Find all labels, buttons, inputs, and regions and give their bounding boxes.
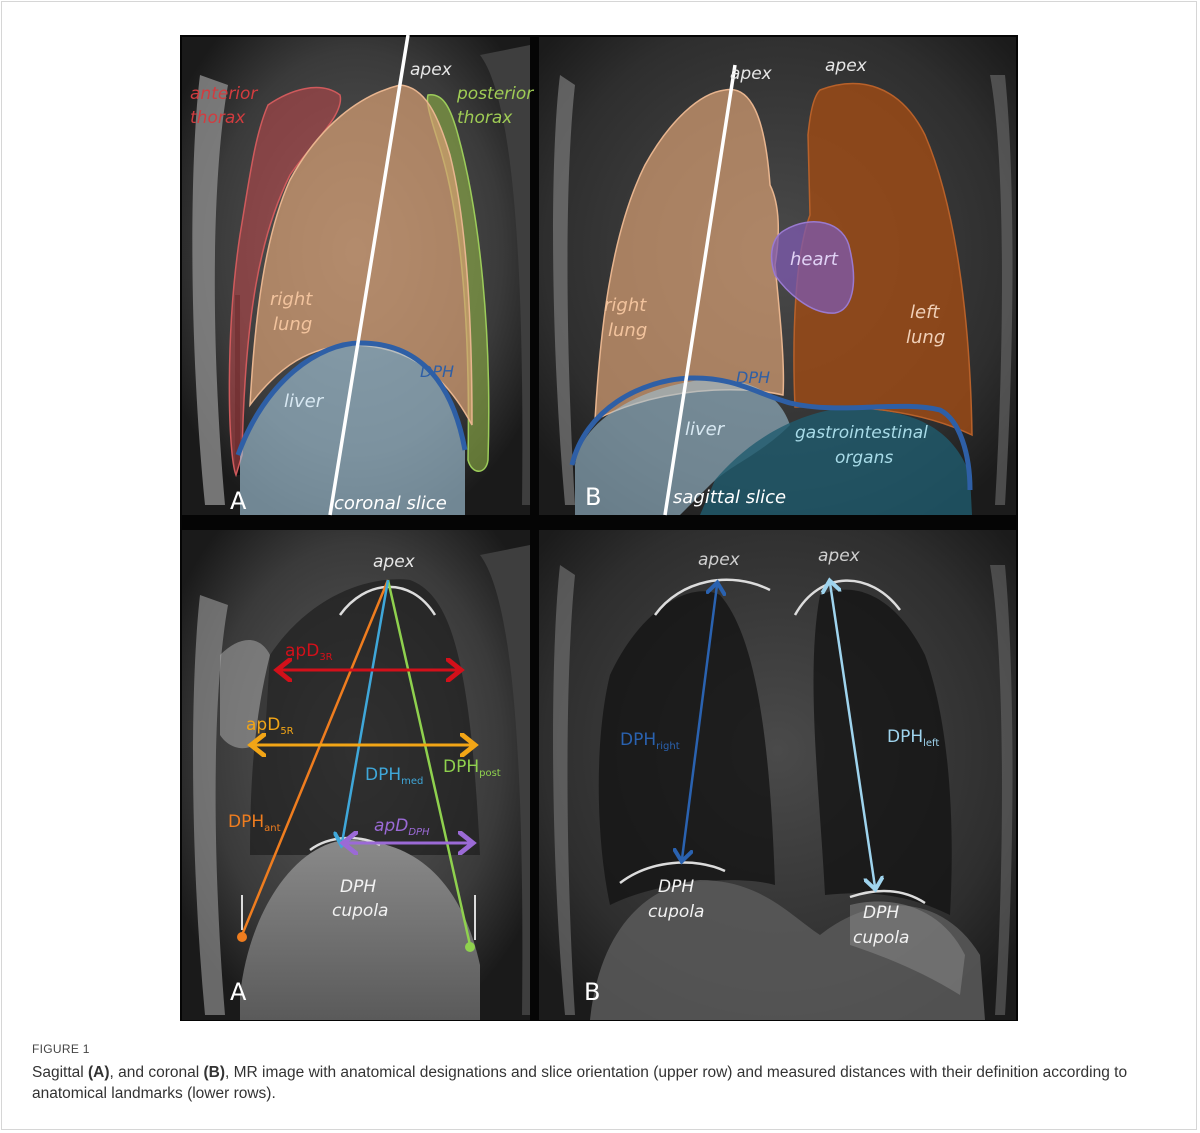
label-sagittal-slice: sagittal slice — [673, 487, 786, 508]
caption-text: Sagittal (A), and coronal (B), MR image … — [32, 1062, 1172, 1104]
label-cupola: cupola — [332, 901, 388, 921]
cupola-arc-left — [849, 889, 926, 905]
label-liver: liver — [284, 391, 325, 412]
label-cupola-dph: DPH — [340, 877, 376, 897]
label-thorax-post: thorax — [457, 108, 513, 128]
panel-letter-br: B — [584, 978, 600, 1006]
coronal-slice-line — [328, 35, 410, 516]
label-dph-right: DPHright — [620, 730, 680, 752]
dph-left-arrow — [830, 583, 875, 887]
label-posterior: posterior — [456, 84, 534, 104]
label-dph-b: DPH — [736, 368, 770, 387]
liver-region — [240, 344, 465, 515]
panel-bottom-left: apex apD3R apD5R DPHmed DPHpost DPHant a… — [182, 530, 530, 1020]
label-lung-b: lung — [608, 320, 647, 341]
panel-top-right: apex apex heart right lung left lung DPH… — [539, 37, 1016, 516]
label-apd-dph: apDDPH — [374, 816, 430, 838]
label-gi: gastrointestinal — [795, 423, 928, 443]
panel-top-left: apex anterior thorax posterior thorax ri… — [182, 35, 534, 516]
label-apex-br-right: apex — [698, 550, 741, 570]
figure-image: apex anterior thorax posterior thorax ri… — [180, 35, 1018, 1021]
label-apex-bl: apex — [373, 552, 416, 572]
dph-post-line — [386, 579, 472, 946]
figure-label: FIGURE 1 — [32, 1042, 90, 1056]
label-left: left — [910, 302, 940, 323]
liver-b-region — [575, 379, 790, 515]
label-apex-br-left: apex — [818, 546, 861, 566]
label-liver-b: liver — [685, 419, 726, 440]
label-apex-right: apex — [730, 64, 773, 84]
caption-part-bold: (B) — [203, 1064, 226, 1081]
label-organs: organs — [835, 448, 893, 468]
caption-part: Sagittal — [32, 1064, 89, 1081]
anterior-thorax-region — [228, 86, 342, 478]
label-dph: DPH — [420, 362, 454, 381]
heart-region — [770, 221, 855, 314]
diaphragm-line — [235, 340, 468, 456]
gi-organs-region — [700, 409, 972, 515]
label-dph-med: DPHmed — [365, 765, 423, 787]
label-coronal-slice: coronal slice — [334, 493, 447, 514]
dph-right-arrow — [682, 585, 717, 859]
sagittal-slice-line — [663, 64, 737, 516]
label-cupola-l-dph: DPH — [863, 903, 899, 923]
panel-letter-bl: A — [230, 978, 247, 1006]
label-dph-ant: DPHant — [228, 812, 281, 834]
panel-bottom-right: apex apex DPHright DPHleft DPH cupola DP… — [539, 530, 1016, 1020]
label-lung-left: lung — [906, 327, 945, 348]
label-apd5r: apD5R — [246, 715, 294, 737]
label-cupola-l: cupola — [853, 928, 909, 948]
panel-letter-b: B — [585, 483, 601, 511]
caption-part-bold: (A) — [88, 1064, 110, 1081]
figure-caption: FIGURE 1 Sagittal (A), and coronal (B), … — [32, 1042, 1172, 1104]
caption-part: , MR image with anatomical designations … — [32, 1064, 1128, 1102]
label-apex-left: apex — [825, 56, 868, 76]
label-dph-post: DPHpost — [443, 757, 501, 779]
label-dph-left: DPHleft — [887, 727, 939, 749]
label-cupola-r-dph: DPH — [658, 877, 694, 897]
caption-part: , and coronal — [109, 1064, 204, 1081]
label-thorax-ant: thorax — [190, 108, 246, 128]
diaphragm-b-line — [569, 375, 973, 491]
label-apd3r: apD3R — [285, 641, 333, 663]
label-cupola-r: cupola — [648, 902, 704, 922]
dph-med-line — [342, 579, 390, 843]
label-heart: heart — [790, 249, 839, 270]
liver-grey-region — [240, 840, 480, 1020]
label-apex: apex — [410, 60, 453, 80]
label-lung: lung — [273, 314, 312, 335]
label-right: right — [270, 289, 313, 310]
label-anterior: anterior — [190, 84, 258, 104]
dph-ant-line — [240, 579, 390, 936]
panel-letter: A — [230, 487, 247, 515]
label-right-b: right — [604, 295, 647, 316]
